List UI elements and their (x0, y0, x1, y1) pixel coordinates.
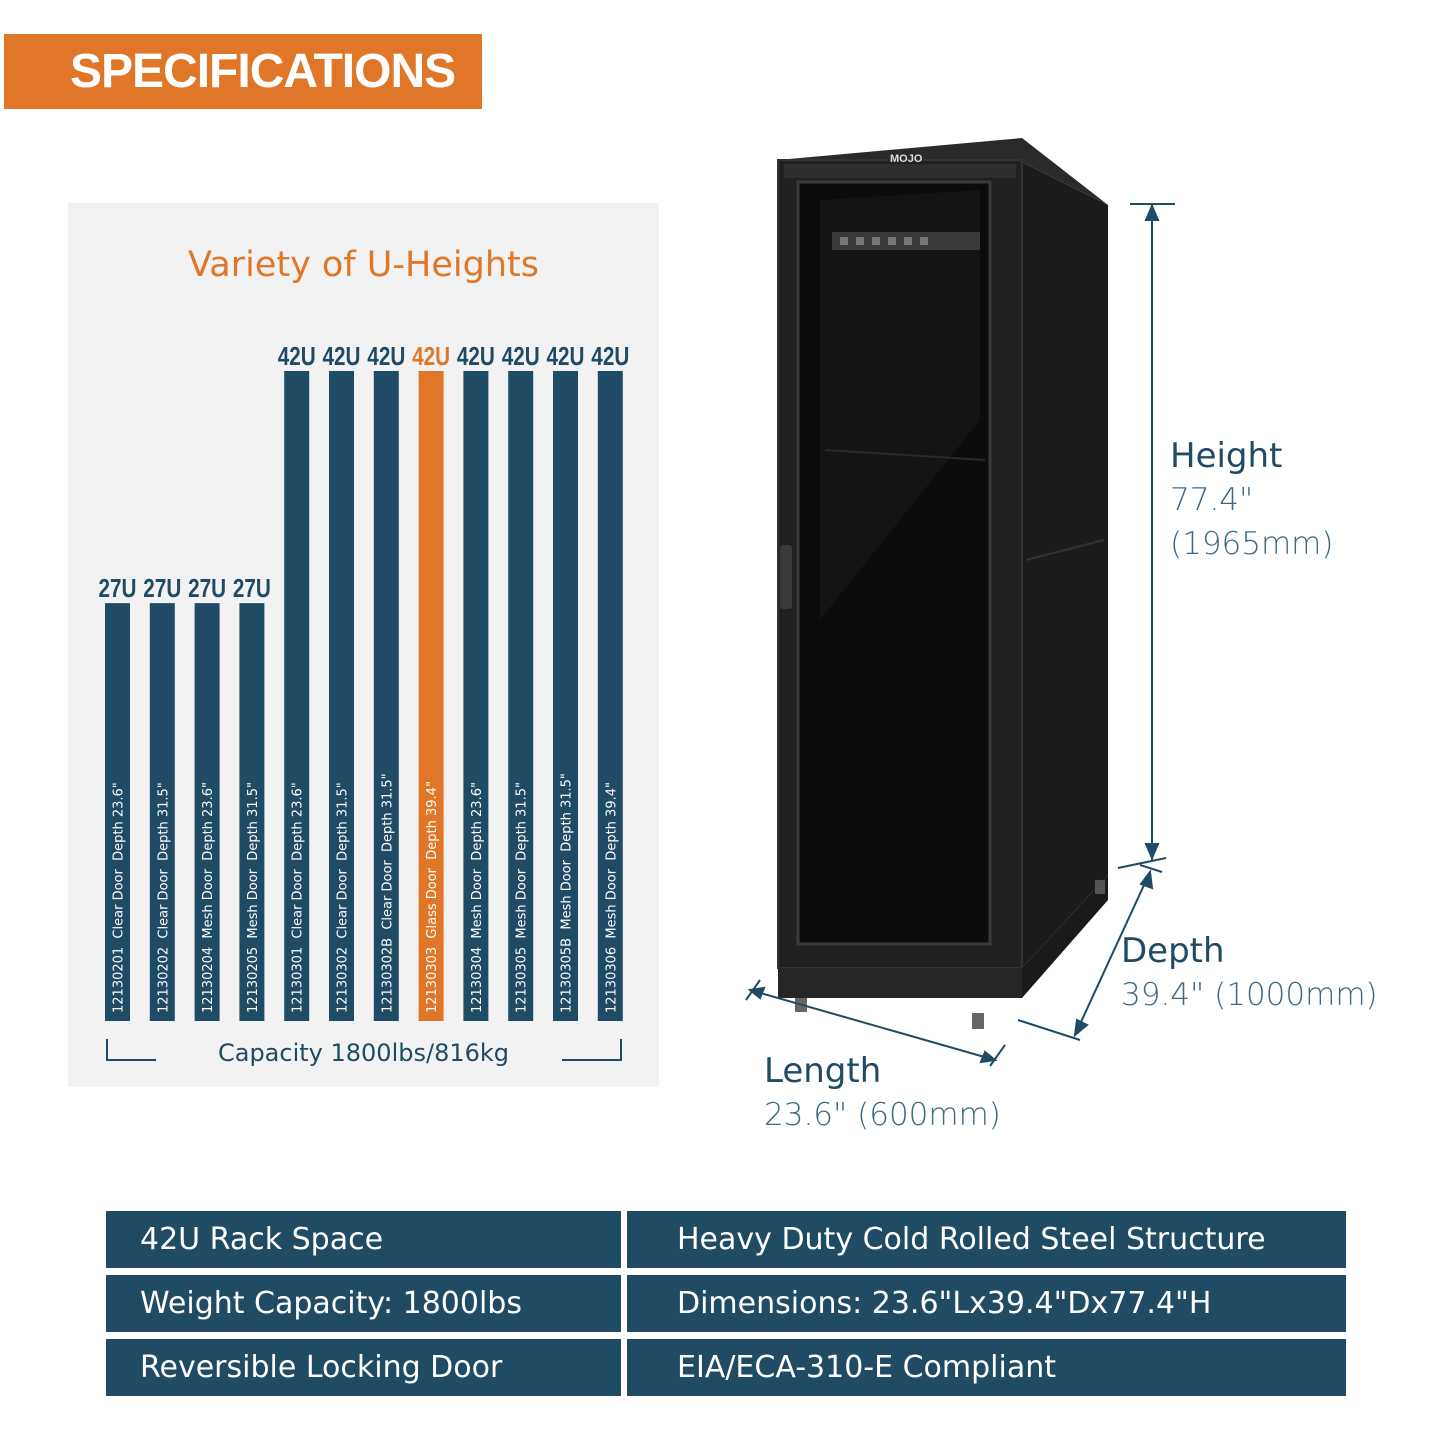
bar-6 (329, 371, 354, 1021)
bar-category-label-6: 12130302 Clear Door Depth 31.5" (336, 782, 351, 1013)
height-value-mm: (1965mm) (1170, 526, 1334, 562)
spec-cell-left-1: 42U Rack Space (106, 1211, 621, 1268)
bar-4 (239, 603, 265, 1021)
spec-cell-right-3: EIA/ECA-310-E Compliant (627, 1339, 1346, 1396)
capacity-bracket-left (106, 1039, 156, 1061)
height-dimension-line (1117, 203, 1175, 869)
rack-base (778, 968, 1022, 998)
bar-value-label-3: 27U (188, 573, 226, 603)
bar-category-label-4: 12130205 Mesh Door Depth 31.5" (246, 782, 261, 1013)
bar-category-label-10: 12130305 Mesh Door Depth 31.5" (515, 782, 530, 1013)
length-label: Length (764, 1051, 882, 1091)
depth-spec: Depth 39.4" (1000mm) (1121, 929, 1378, 1017)
height-spec: Height 77.4" (1965mm) (1170, 434, 1333, 566)
specifications-banner: SPECIFICATIONS (4, 34, 482, 109)
door-handle-icon (780, 545, 792, 609)
bar-value-label-8: 42U (412, 341, 450, 371)
bar-1 (105, 603, 130, 1021)
depth-label: Depth (1121, 931, 1225, 971)
capacity-bracket-right (562, 1039, 622, 1061)
height-label: Height (1170, 436, 1283, 476)
bar-8 (418, 371, 444, 1021)
spec-cell-left-2: Weight Capacity: 1800lbs (106, 1275, 621, 1332)
bar-11 (553, 371, 578, 1021)
bar-category-label-1: 12130201 Clear Door Depth 23.6" (112, 782, 127, 1013)
bar-value-label-10: 42U (502, 341, 540, 371)
chart-title: Variety of U-Heights (188, 245, 539, 285)
bar-value-label-2: 27U (143, 573, 181, 603)
rack-foot (972, 1013, 984, 1029)
banner-title: SPECIFICATIONS (70, 45, 456, 98)
depth-value: 39.4" (1000mm) (1121, 977, 1378, 1013)
rack-side-panel (1022, 162, 1108, 968)
u-heights-chart: 27U 12130201 Clear Door Depth 23.6" 27U 121… (99, 341, 629, 1021)
length-dimension-line (745, 979, 1006, 1067)
rack-top (778, 138, 1108, 205)
rack-cabinet-illustration: MOJO (745, 138, 1175, 1067)
length-value: 23.6" (600mm) (764, 1097, 1001, 1133)
u-heights-panel: Variety of U-Heights 27U 12130201 Clear D… (68, 203, 659, 1087)
bar-category-label-3: 12130204 Mesh Door Depth 23.6" (201, 782, 216, 1013)
bar-category-label-7: 12130302B Clear Door Depth 31.5" (380, 773, 395, 1013)
bar-value-label-9: 42U (457, 341, 495, 371)
bar-value-label-5: 42U (278, 341, 316, 371)
spec-cell-right-1: Heavy Duty Cold Rolled Steel Structure (627, 1211, 1346, 1268)
bar-category-label-2: 12130202 Clear Door Depth 31.5" (156, 782, 171, 1013)
spec-cell-right-2: Dimensions: 23.6"Lx39.4"Dx77.4"H (627, 1275, 1346, 1332)
bar-7 (373, 371, 399, 1021)
bar-category-label-11: 12130305B Mesh Door Depth 31.5" (560, 773, 575, 1013)
bar-category-label-9: 12130304 Mesh Door Depth 23.6" (470, 782, 485, 1013)
bar-5 (284, 371, 310, 1021)
height-value-in: 77.4" (1170, 482, 1254, 518)
capacity-label: Capacity 1800lbs/816kg (217, 1039, 510, 1067)
bar-value-label-4: 27U (233, 573, 271, 603)
bar-2 (149, 603, 175, 1021)
spec-cell-left-3: Reversible Locking Door (106, 1339, 621, 1396)
bar-value-label-1: 27U (99, 573, 137, 603)
bar-3 (194, 603, 220, 1021)
depth-dimension-line (1017, 864, 1163, 1041)
bar-value-label-11: 42U (547, 341, 585, 371)
bar-value-label-6: 42U (323, 341, 361, 371)
rack-foot (1095, 880, 1105, 894)
length-spec: Length 23.6" (600mm) (764, 1049, 1001, 1137)
bar-category-label-12: 12130306 Mesh Door Depth 39.4" (604, 782, 619, 1013)
bar-category-label-8: 12130303 Glass Door Depth 39.4" (425, 781, 440, 1013)
bar-value-label-12: 42U (591, 341, 629, 371)
bar-10 (508, 371, 534, 1021)
bar-category-label-5: 12130301 Clear Door Depth 23.6" (291, 782, 306, 1013)
brand-logo: MOJO (890, 153, 923, 165)
bar-9 (463, 371, 489, 1021)
bar-value-label-7: 42U (367, 341, 405, 371)
bar-12 (597, 371, 623, 1021)
